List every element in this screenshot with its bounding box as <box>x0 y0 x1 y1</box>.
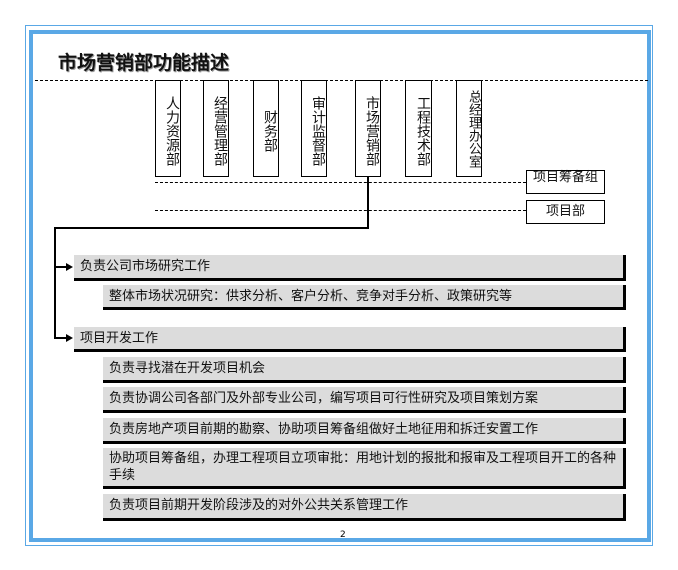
dept-operations: 经营管理部 <box>203 80 229 177</box>
connector <box>54 266 68 268</box>
dashed-link <box>155 182 526 183</box>
function-item: 协助项目筹备组，办理工程项目立项审批：用地计划的报批和报审及工程项目开工的各种手… <box>103 448 626 489</box>
function-project-dev: 项目开发工作 <box>74 327 626 352</box>
connector <box>367 176 369 229</box>
dept-engineering: 工程技术部 <box>405 80 432 177</box>
function-item: 负责协调公司各部门及外部专业公司，编写项目可行性研究及项目策划方案 <box>103 387 626 413</box>
dept-audit: 审计监督部 <box>301 80 327 177</box>
unit-prep-group: 项目筹备组 <box>526 170 605 194</box>
divider <box>35 80 648 81</box>
connector <box>54 227 369 229</box>
function-item: 整体市场状况研究：供求分析、客户分析、竞争对手分析、政策研究等 <box>103 285 626 310</box>
dept-finance: 财务部 <box>253 80 279 177</box>
dept-gm-office: 总经理办公室 <box>456 80 482 177</box>
dept-hr: 人力资源部 <box>155 80 181 177</box>
dept-marketing: 市场营销部 <box>355 80 381 177</box>
function-item: 负责寻找潜在开发项目机会 <box>103 357 626 383</box>
page-number: 2 <box>340 530 346 540</box>
arrow-icon <box>66 334 73 342</box>
inner-frame <box>29 30 651 542</box>
function-market-research: 负责公司市场研究工作 <box>74 255 626 281</box>
outer-frame <box>25 25 653 546</box>
function-item: 负责房地产项目前期的勘察、协助项目筹备组做好土地征用和拆迁安置工作 <box>103 418 626 444</box>
connector <box>54 337 68 339</box>
unit-project-dept: 项目部 <box>526 200 605 224</box>
function-item: 负责项目前期开发阶段涉及的对外公共关系管理工作 <box>103 494 626 521</box>
arrow-icon <box>66 263 73 271</box>
connector <box>54 227 56 339</box>
page-title: 市场营销部功能描述 <box>58 52 230 74</box>
dashed-link <box>155 210 526 211</box>
